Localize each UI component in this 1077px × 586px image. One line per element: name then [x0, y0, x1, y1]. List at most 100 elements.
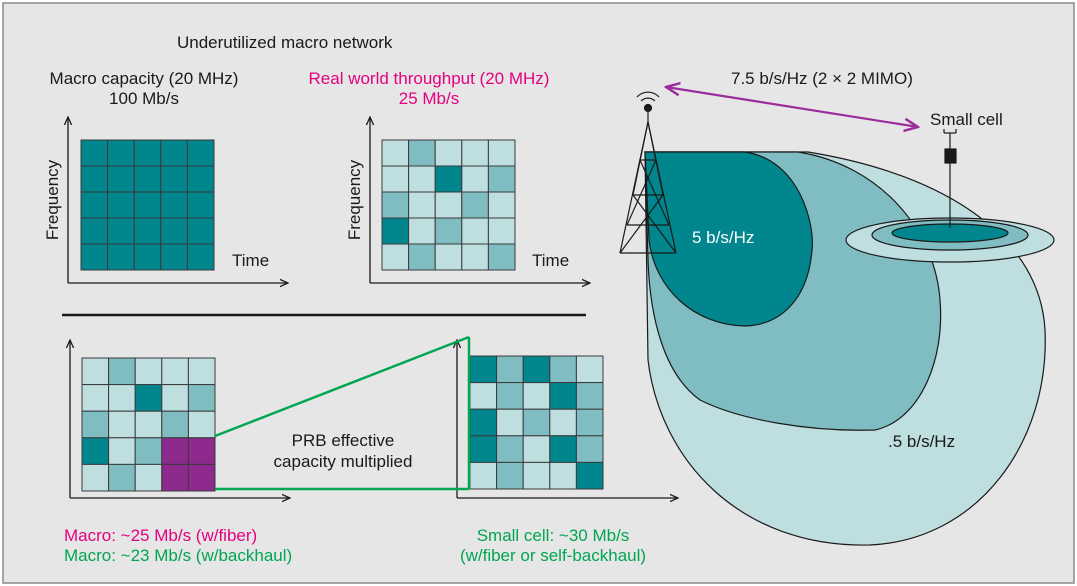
prb-label-line1: PRB effective: [292, 431, 395, 450]
prb-cell-full: [134, 384, 163, 412]
macro-backhaul-caption: Macro: ~23 Mb/s (w/backhaul): [64, 546, 292, 565]
prb-cell-light: [161, 357, 189, 386]
prb-cell-medium: [496, 355, 524, 384]
zoom-line-top: [214, 335, 470, 438]
prb-cell-full: [133, 139, 162, 167]
prb-cell-full: [522, 355, 551, 384]
prb-cell-medium: [487, 165, 516, 193]
prb-cell-full: [160, 139, 188, 167]
prb-cell-medium: [487, 243, 516, 271]
network-title: Underutilized macro network: [177, 33, 393, 52]
prb-cell-full: [469, 355, 498, 384]
prb-cell-medium: [434, 217, 463, 245]
prb-cell-full: [80, 139, 109, 167]
outer-throughput-label: .5 b/s/Hz: [888, 432, 955, 451]
prb-cell-full: [80, 217, 109, 245]
prb-cell-medium: [461, 191, 489, 219]
real-world-chart: Frequency Time: [345, 117, 590, 283]
prb-cell-medium: [108, 463, 136, 492]
prb-cell-light: [549, 408, 577, 437]
prb-cell-full: [160, 217, 188, 245]
prb-cell-light: [434, 139, 463, 167]
prb-cell-highlight: [187, 437, 216, 465]
prb-cell-full: [469, 435, 498, 463]
prb-cell-full: [133, 217, 162, 245]
resource-grid: [469, 355, 604, 490]
prb-cell-highlight: [187, 463, 216, 492]
prb-cell-light: [461, 243, 489, 271]
resource-grid: [381, 139, 516, 271]
prb-cell-full: [186, 139, 215, 167]
prb-cell-full: [80, 191, 109, 219]
macro-tower-icon: [619, 91, 677, 254]
prb-cell-medium: [161, 410, 189, 439]
prb-cell-full: [186, 191, 215, 219]
frequency-axis-label: Frequency: [43, 159, 62, 240]
macro-prb-chart: [70, 340, 290, 498]
prb-cell-light: [408, 217, 436, 245]
prb-cell-light: [487, 139, 516, 167]
mimo-label: 7.5 b/s/Hz (2 × 2 MIMO): [731, 69, 913, 88]
mimo-range-arrow: [666, 87, 918, 127]
prb-cell-full: [107, 139, 135, 167]
resource-grid: [81, 357, 216, 492]
small-cell-label: Small cell: [930, 110, 1003, 129]
prb-cell-medium: [108, 357, 136, 386]
macro-capacity-label: Macro capacity (20 MHz): [50, 69, 239, 88]
prb-cell-light: [134, 410, 163, 439]
prb-cell-light: [461, 139, 489, 167]
prb-cell-light: [522, 435, 551, 463]
prb-cell-light: [108, 384, 136, 412]
prb-cell-full: [80, 243, 109, 271]
prb-cell-light: [81, 357, 110, 386]
prb-cell-medium: [522, 408, 551, 437]
prb-cell-light: [161, 384, 189, 412]
prb-cell-light: [187, 410, 216, 439]
prb-cell-medium: [408, 139, 436, 167]
prb-cell-medium: [549, 355, 577, 384]
prb-cell-light: [81, 463, 110, 492]
prb-cell-light: [461, 165, 489, 193]
prb-cell-light: [575, 355, 604, 384]
prb-cell-light: [434, 191, 463, 219]
prb-cell-medium: [187, 384, 216, 412]
real-world-label: Real world throughput (20 MHz): [309, 69, 550, 88]
prb-cell-light: [134, 357, 163, 386]
prb-cell-medium: [81, 410, 110, 439]
frequency-axis-label: Frequency: [345, 159, 364, 240]
macro-fiber-caption: Macro: ~25 Mb/s (w/fiber): [64, 526, 257, 545]
prb-cell-light: [187, 357, 216, 386]
prb-cell-full: [186, 243, 215, 271]
prb-cell-full: [549, 382, 577, 410]
macro-capacity-chart: Frequency Time: [43, 117, 288, 283]
coverage-diagram: 7.5 b/s/Hz (2 × 2 MIMO) Small cell 5 b/s…: [619, 69, 1055, 546]
prb-cell-full: [107, 165, 135, 193]
prb-cell-full: [133, 165, 162, 193]
prb-cell-highlight: [161, 463, 189, 492]
inner-coverage-area: [644, 151, 813, 327]
prb-cell-full: [81, 437, 110, 465]
prb-cell-light: [522, 461, 551, 490]
small-cell-antenna-icon: [943, 129, 957, 228]
prb-cell-light: [134, 463, 163, 492]
prb-label-line2: capacity multiplied: [274, 452, 413, 471]
prb-cell-light: [408, 191, 436, 219]
inner-throughput-label: 5 b/s/Hz: [692, 228, 754, 247]
small-cell-prb-chart: [457, 340, 678, 498]
prb-cell-medium: [381, 191, 410, 219]
prb-cell-full: [160, 243, 188, 271]
prb-cell-light: [108, 410, 136, 439]
prb-cell-medium: [134, 437, 163, 465]
prb-cell-medium: [496, 382, 524, 410]
prb-cell-full: [186, 165, 215, 193]
prb-cell-light: [487, 191, 516, 219]
time-axis-label: Time: [232, 251, 269, 270]
prb-cell-medium: [496, 435, 524, 463]
prb-cell-light: [381, 165, 410, 193]
prb-cell-full: [469, 408, 498, 437]
prb-cell-full: [160, 165, 188, 193]
prb-cell-light: [469, 461, 498, 490]
prb-cell-full: [107, 243, 135, 271]
prb-cell-full: [133, 243, 162, 271]
